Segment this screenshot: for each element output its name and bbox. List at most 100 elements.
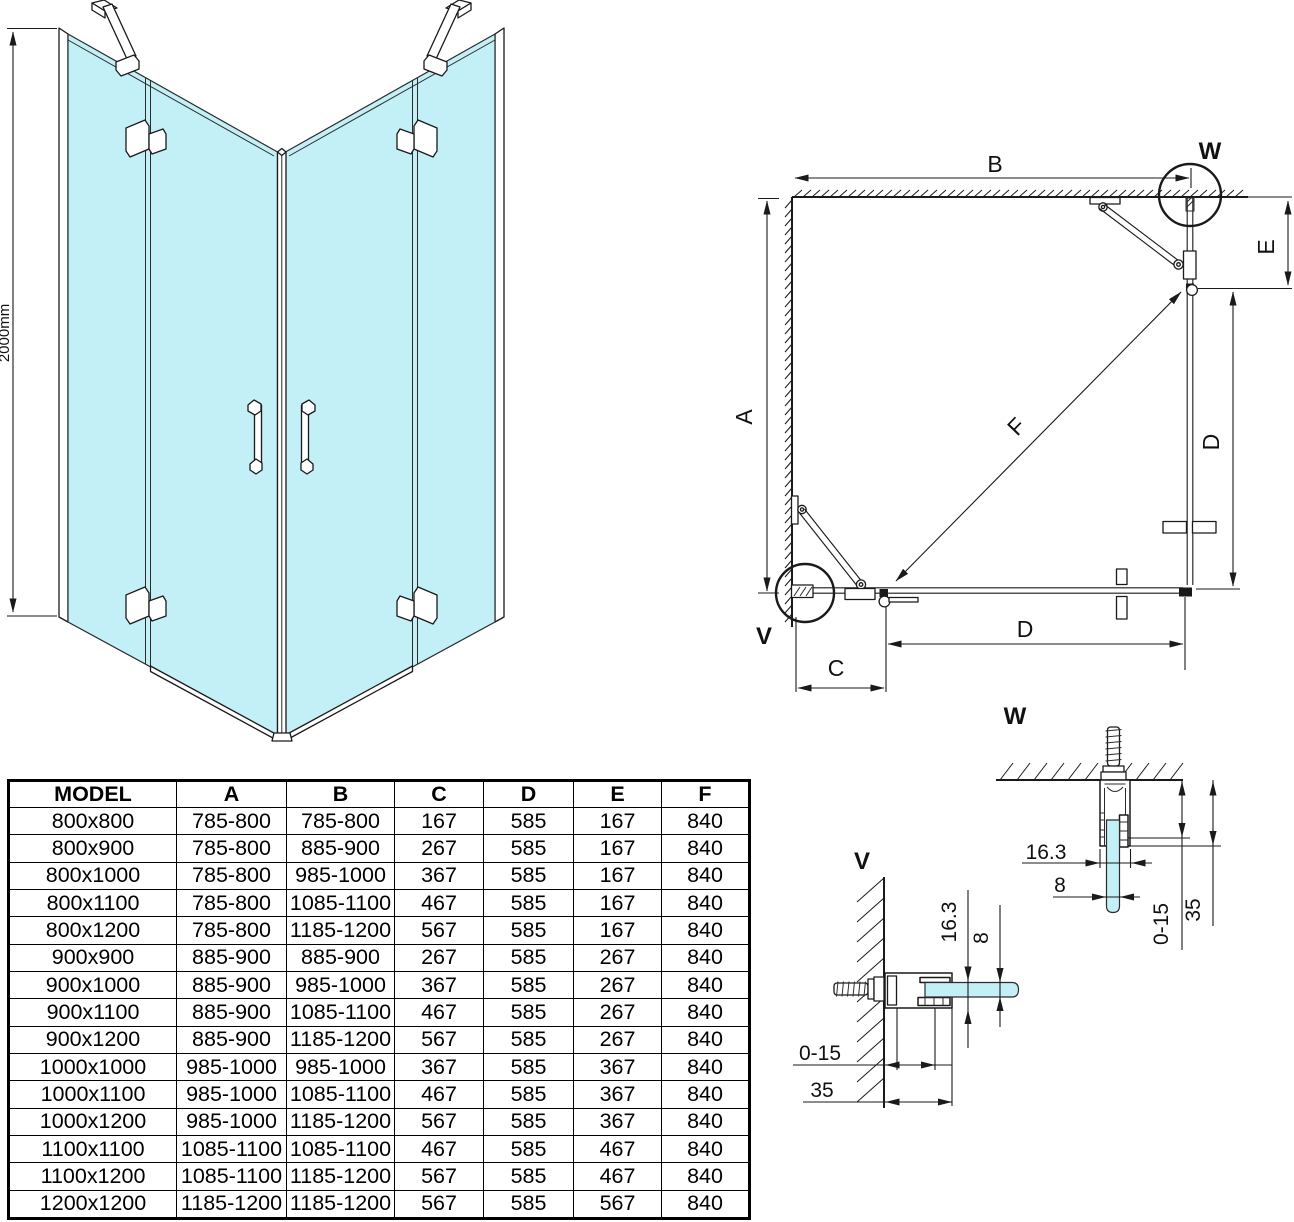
table-cell: 800x1100 [8,888,177,918]
table-cell: 885-900 [176,1025,287,1054]
table-cell: 1085-1100 [286,1134,395,1164]
dim-v-glass: 8 [970,932,993,944]
glass-section-v [924,981,1020,998]
table-cell: 785-800 [176,806,287,836]
table-cell: 840 [661,806,750,836]
table-cell: 585 [483,998,574,1027]
table-cell: 840 [661,888,750,918]
table-cell: 267 [573,970,662,1000]
marker-label-w: W [1199,138,1222,165]
table-cell: 985-1000 [176,1052,287,1082]
table-cell: 167 [573,861,662,890]
hinge-bottom-right [396,586,438,625]
dim-label-d-right: D [1198,434,1224,451]
handle-plan-right [1162,520,1188,534]
table-cell: 1185-1200 [286,916,395,945]
table-cell: 840 [661,1162,750,1191]
table-cell: 585 [483,916,574,945]
table-cell: 1085-1100 [286,888,395,918]
table-cell: 467 [573,1162,662,1191]
table-cell: 1100x1100 [8,1134,177,1164]
table-cell: 567 [394,1162,484,1191]
table-cell: 1200x1200 [8,1189,177,1220]
table-cell: 167 [573,806,662,836]
table-cell: 585 [483,970,574,1000]
table-cell: 585 [483,834,574,863]
glass-section-w [1105,819,1121,914]
door-handle-right [300,399,316,475]
table-cell: 585 [483,1189,574,1220]
table-cell: 367 [573,1052,662,1082]
table-cell: 840 [661,1134,750,1164]
table-cell: 885-900 [176,943,287,972]
table-cell: 840 [661,943,750,972]
dim-v-depth: 16.3 [938,902,961,943]
table-cell: 1000x1100 [8,1080,177,1109]
table-cell: 785-800 [176,861,287,890]
column-header: F [661,780,750,808]
table-cell: 785-800 [176,916,287,945]
glass-panel-right [284,32,496,738]
table-cell: 840 [661,834,750,863]
wall-support-left [91,0,140,77]
detail-w: W 16.3 8 0-15 [996,703,1221,950]
table-cell: 267 [394,834,484,863]
detail-v-title: V [854,848,870,875]
table-cell: 167 [394,806,484,836]
table-cell: 840 [661,861,750,890]
table-cell: 1185-1200 [286,1025,395,1054]
table-cell: 840 [661,998,750,1027]
detail-v: V 16.3 8 0-15 35 [793,848,1020,1108]
table-cell: 840 [661,970,750,1000]
table-cell: 1000x1200 [8,1107,177,1136]
table-cell: 840 [661,916,750,945]
table-cell: 585 [483,1134,574,1164]
table-cell: 900x900 [8,943,177,972]
table-cell: 567 [394,1025,484,1054]
dim-w-glass: 8 [1054,874,1066,897]
height-dimension-label: 2000mm [0,304,13,362]
table-cell: 167 [573,834,662,863]
table-cell: 585 [483,1162,574,1191]
table-cell: 885-900 [176,970,287,1000]
table-cell: 885-900 [176,998,287,1027]
marker-label-v: V [756,623,772,650]
table-cell: 900x1000 [8,970,177,1000]
table-cell: 1085-1100 [176,1162,287,1191]
table-cell: 567 [394,1107,484,1136]
table-cell: 785-800 [176,834,287,863]
table-cell: 885-900 [286,943,395,972]
table-cell: 585 [483,1025,574,1054]
column-header: A [176,780,287,808]
table-cell: 1085-1100 [286,1080,395,1109]
door-handle-left [247,399,263,475]
table-cell: 267 [573,998,662,1027]
table-cell: 567 [394,916,484,945]
table-cell: 840 [661,1107,750,1136]
dim-label-c: C [828,655,845,681]
table-cell: 840 [661,1189,750,1220]
table-cell: 1185-1200 [176,1189,287,1220]
table-cell: 167 [573,888,662,918]
table-cell: 567 [394,1189,484,1220]
table-cell: 800x800 [8,806,177,836]
detail-marker-w [1157,162,1223,228]
table-cell: 1000x1000 [8,1052,177,1082]
table-cell: 785-800 [286,806,395,836]
table-cell: 785-800 [176,888,287,918]
detail-w-title: W [1004,703,1027,730]
dim-v-adjust: 0-15 [799,1042,841,1065]
table-cell: 1185-1200 [286,1107,395,1136]
table-cell: 585 [483,888,574,918]
table-cell: 1085-1100 [286,998,395,1027]
dim-v-total: 35 [810,1079,833,1102]
table-cell: 567 [573,1189,662,1220]
